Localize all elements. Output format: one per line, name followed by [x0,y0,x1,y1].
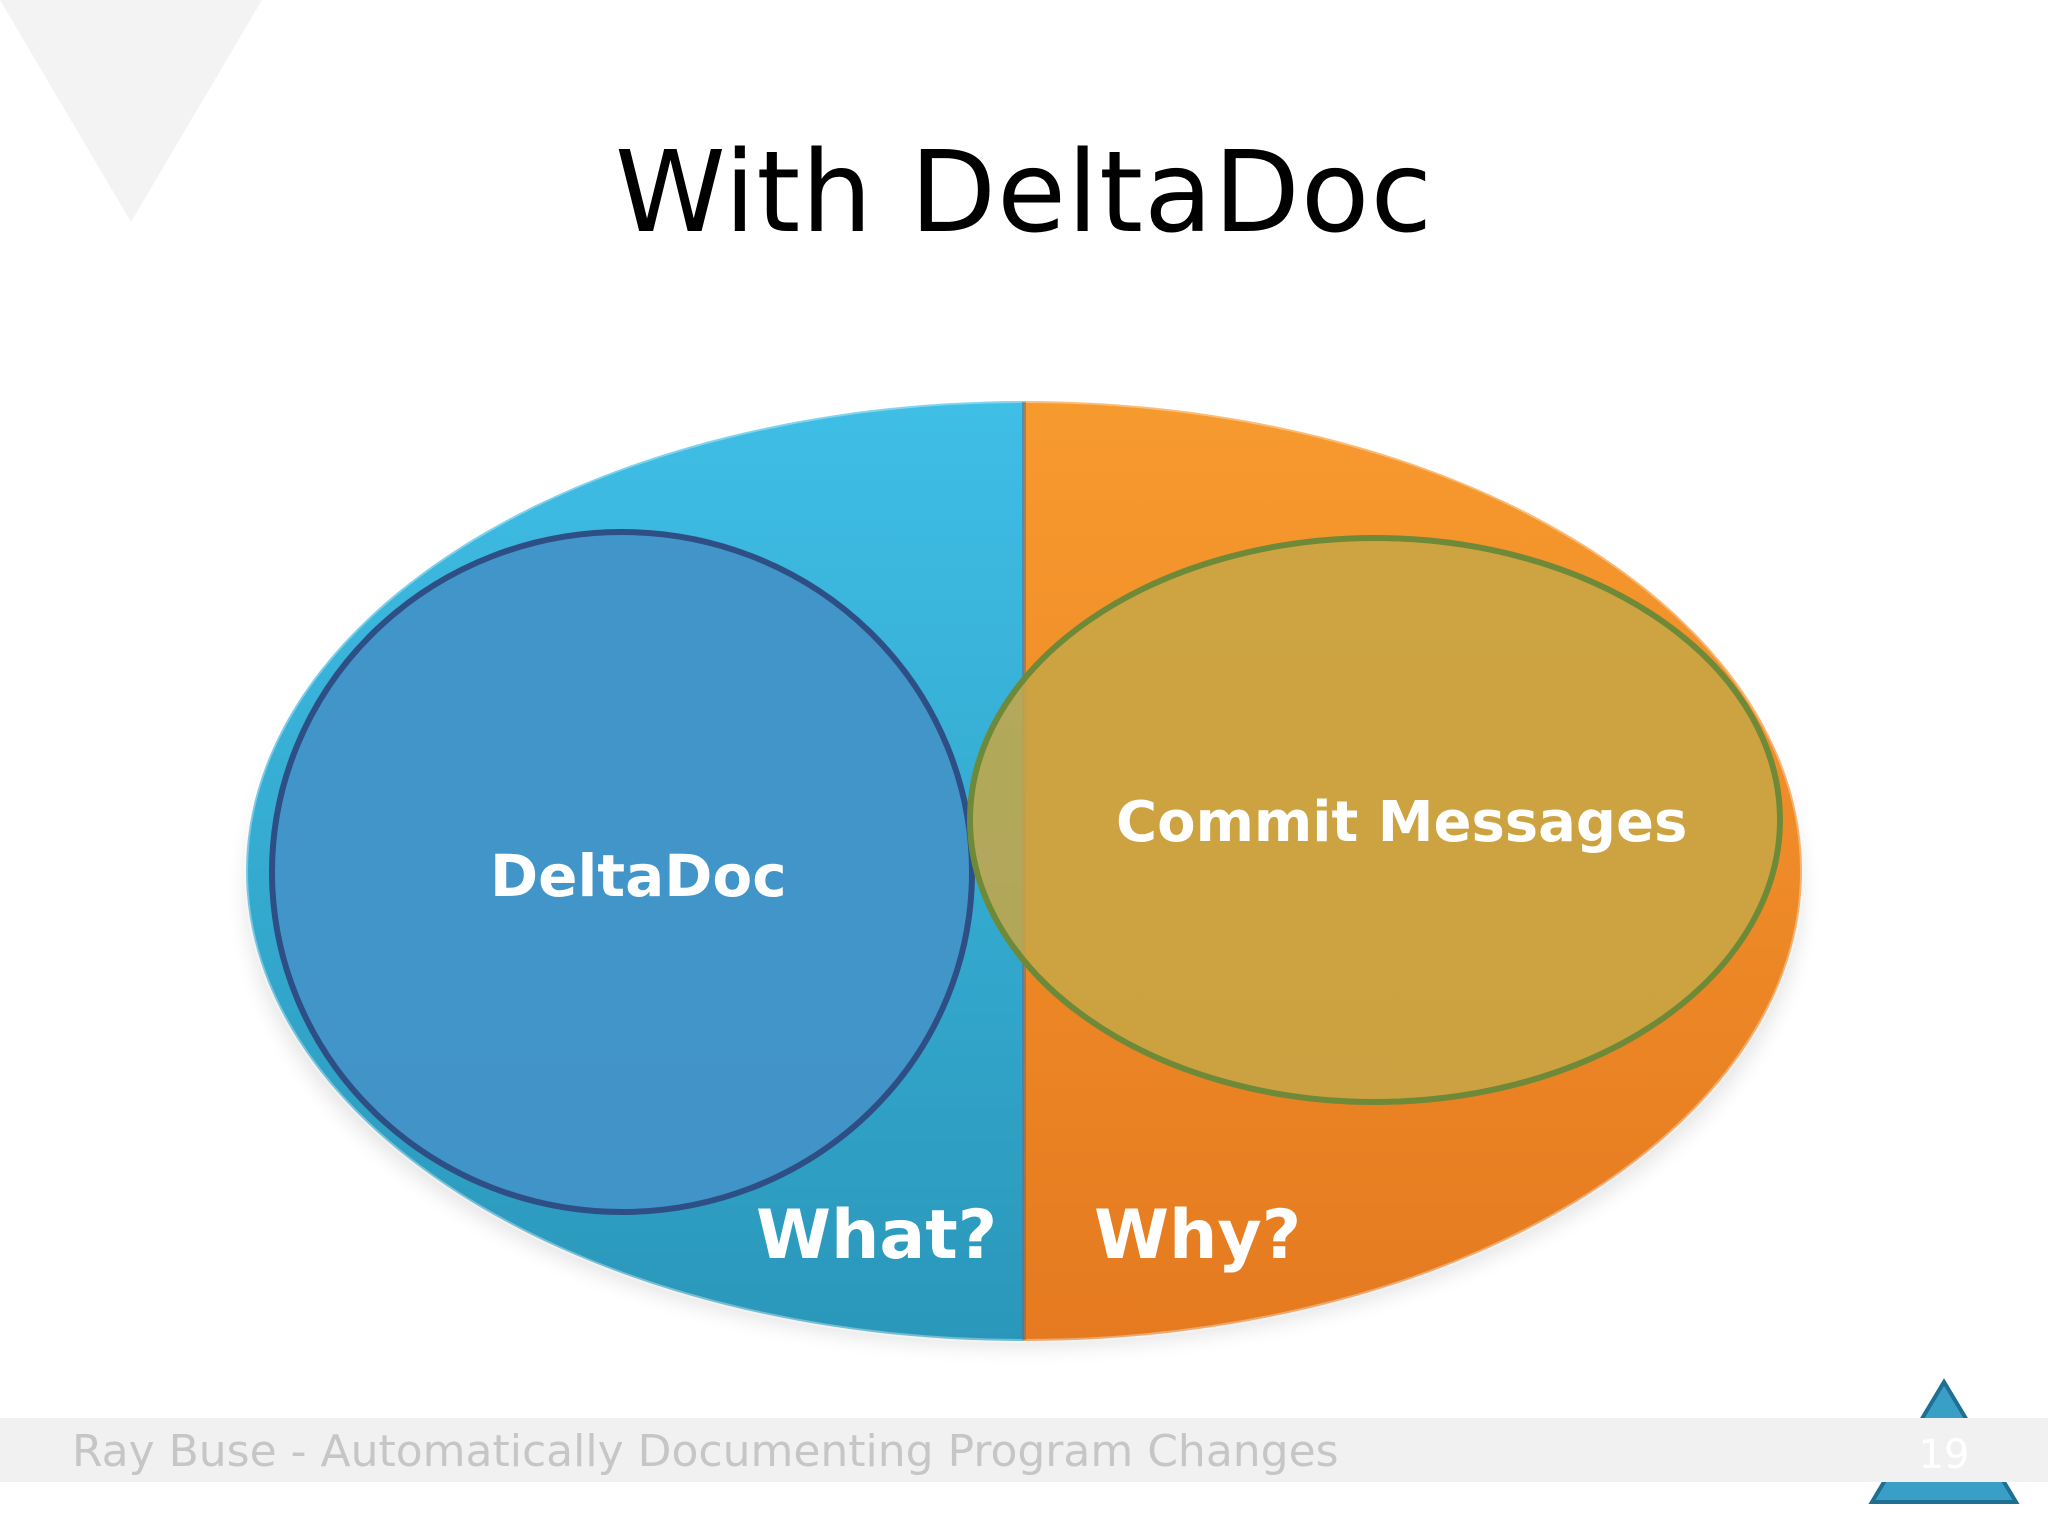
why-label: Why? [1094,1196,1302,1275]
slide-title: With DeltaDoc [614,128,1434,258]
corner-decoration [0,0,262,222]
commit-messages-label: Commit Messages [1116,790,1688,855]
outer-ellipse-highlight [244,399,1804,1343]
what-label: What? [756,1196,998,1275]
commit-messages-ellipse [967,535,1783,1105]
deltadoc-circle [269,529,975,1215]
footer-band [0,1418,2048,1482]
deltadoc-label: DeltaDoc [490,842,787,910]
footer-text: Ray Buse - Automatically Documenting Pro… [72,1426,1339,1477]
page-number: 19 [1918,1432,1970,1478]
